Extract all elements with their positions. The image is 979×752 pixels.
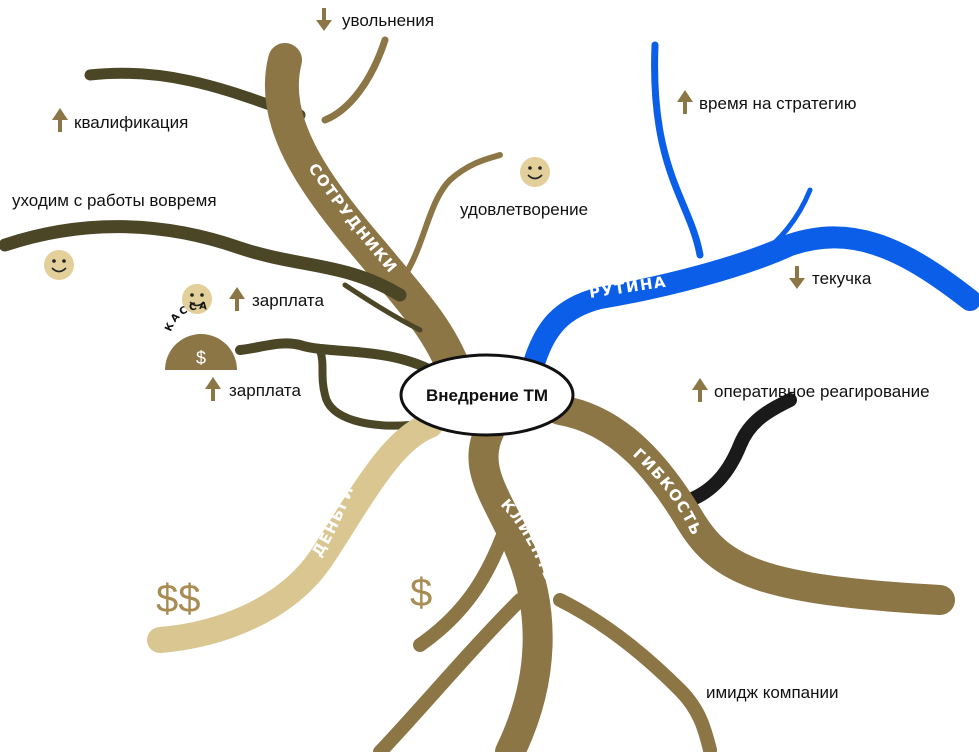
arrow-up-icon (229, 287, 245, 311)
branch-clients-twig-image (553, 593, 717, 752)
leaf-quick-response: оперативное реагирование (692, 378, 930, 402)
smiley-icon (44, 250, 74, 280)
leaf-leave-on-time: уходим с работы вовремя (12, 191, 217, 210)
leaf-turnover-text: текучка (812, 269, 872, 288)
center-label: Внедрение ТМ (426, 386, 548, 405)
arrow-up-icon (205, 377, 221, 401)
money-sign: $$ (156, 577, 201, 621)
smiley-icon (520, 157, 550, 187)
branch-routine: РУТИНА (524, 41, 979, 371)
branch-clients-twig-left (413, 523, 512, 652)
cashbox-label: КАССА (163, 301, 209, 333)
leaf-salary-1-text: зарплата (252, 291, 325, 310)
branch-employees-twig-dismissals (321, 36, 389, 124)
clients-sign: $ (410, 571, 432, 615)
branch-label-employees: СОТРУДНИКИ (305, 160, 402, 277)
leaf-dismissals: увольнения (316, 8, 434, 31)
leaf-quick-response-text: оперативное реагирование (714, 382, 930, 401)
leaf-salary-2-text: зарплата (229, 381, 302, 400)
arrow-up-icon (692, 378, 708, 402)
leaf-dismissals-text: увольнения (342, 11, 434, 30)
arrow-up-icon (677, 90, 693, 114)
branch-routine-trunk (524, 226, 979, 371)
cashbox-icon: $ КАССА (163, 301, 237, 370)
branch-employees-twig-cashbox (235, 338, 445, 380)
center-ellipse (399, 353, 575, 437)
branch-money-trunk (147, 412, 443, 653)
branch-employees-twig-satisfaction (405, 152, 503, 273)
branch-employees-trunk (264, 43, 472, 389)
leaf-turnover: текучка (789, 266, 872, 289)
center-node: Внедрение ТМ (399, 353, 575, 437)
branch-clients-trunk (468, 415, 553, 752)
arrow-down-icon (316, 8, 332, 31)
smiley-icon (182, 284, 212, 314)
leaf-strategy-time: время на стратегию (677, 90, 857, 114)
branch-flexibility-twig-response (683, 393, 797, 507)
branch-employees-twig-lower (316, 346, 414, 430)
leaf-satisfaction: удовлетворение (460, 200, 588, 219)
leaf-strategy-time-text: время на стратегию (699, 94, 857, 113)
leaf-salary-2: зарплата (205, 377, 302, 401)
branch-employees-twig-salary (342, 282, 423, 333)
branch-flexibility: ГИБКОСТЬ (545, 393, 955, 615)
leaf-company-image: имидж компании (706, 683, 839, 702)
leaf-salary-1: зарплата (229, 287, 325, 311)
branch-flexibility-trunk (545, 395, 955, 615)
arrow-down-icon (789, 266, 805, 289)
arrow-up-icon (52, 108, 68, 132)
leaf-qualification-text: квалификация (74, 113, 188, 132)
cashbox-sign: $ (196, 348, 206, 368)
branch-clients-root-left (373, 593, 527, 752)
branch-money: ДЕНЬГИ (147, 412, 443, 653)
branch-routine-twig-strategy (651, 41, 704, 259)
branch-employees-twig-leave (0, 220, 407, 302)
leaf-qualification: квалификация (52, 108, 188, 132)
